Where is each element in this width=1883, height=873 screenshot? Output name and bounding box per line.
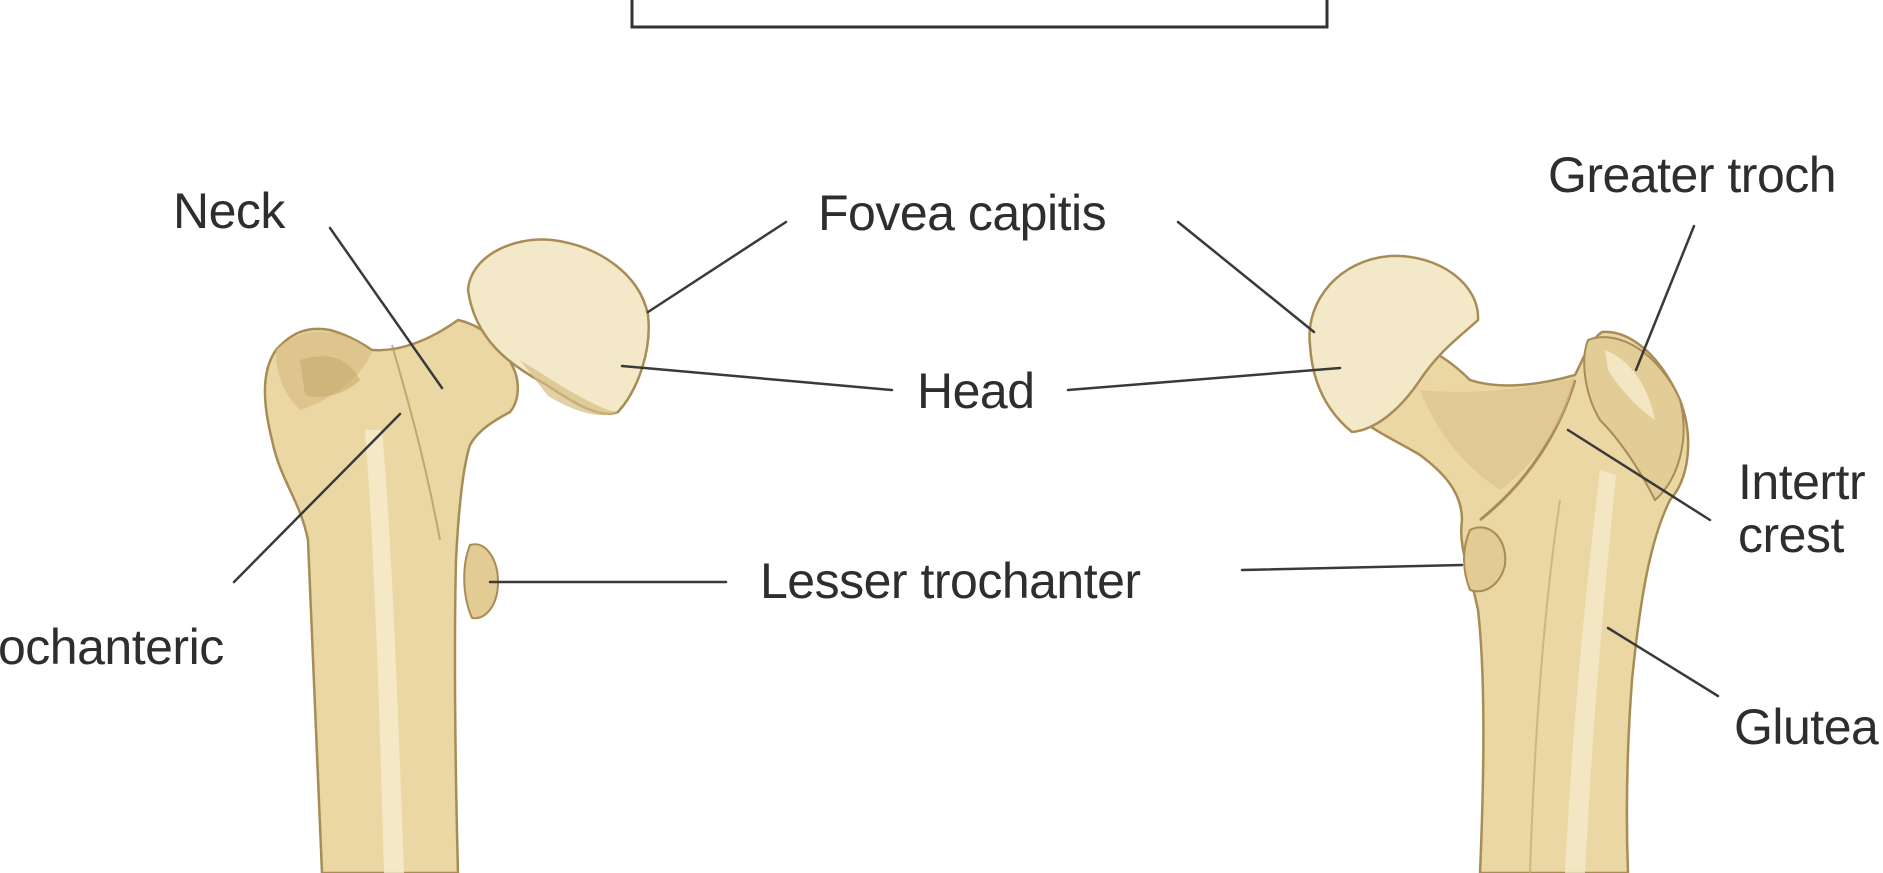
posterior-lesser-trochanter — [1463, 526, 1507, 593]
leader-fovea-left — [646, 220, 788, 314]
anterior-lesser-trochanter — [463, 543, 500, 620]
label-gluteal-tuberosity: Glutea — [1734, 699, 1879, 755]
header-box — [630, 0, 1329, 29]
posterior-femoral-head — [1308, 254, 1480, 434]
label-fovea-capitis: Fovea capitis — [818, 185, 1107, 241]
label-neck: Neck — [173, 183, 285, 239]
posterior-femur — [1308, 254, 1690, 873]
posterior-greater-trochanter — [1583, 336, 1685, 502]
anterior-femur — [263, 238, 650, 873]
leader-lesser-right — [1240, 563, 1464, 572]
leader-neck — [328, 226, 444, 390]
leader-greater-trochanter — [1634, 224, 1696, 372]
label-lesser-trochanter: Lesser trochanter — [760, 553, 1141, 609]
leader-gluteal-tuberosity — [1606, 626, 1720, 698]
leader-fovea-right — [1176, 220, 1316, 334]
label-intertrochanteric-crest: Intertr crest — [1738, 454, 1866, 563]
leader-intertrochanteric-crest — [1566, 428, 1712, 522]
anterior-femoral-head — [466, 238, 650, 415]
leader-lines — [232, 220, 1720, 698]
posterior-femur-body — [1340, 330, 1690, 873]
leader-head-right — [1066, 366, 1342, 392]
label-intertrochanteric-line: ochanteric — [0, 619, 224, 675]
label-head: Head — [917, 363, 1035, 419]
label-greater-trochanter: Greater troch — [1548, 147, 1837, 203]
leader-intertrochanteric-line — [232, 412, 402, 584]
leader-head-left — [620, 364, 894, 392]
